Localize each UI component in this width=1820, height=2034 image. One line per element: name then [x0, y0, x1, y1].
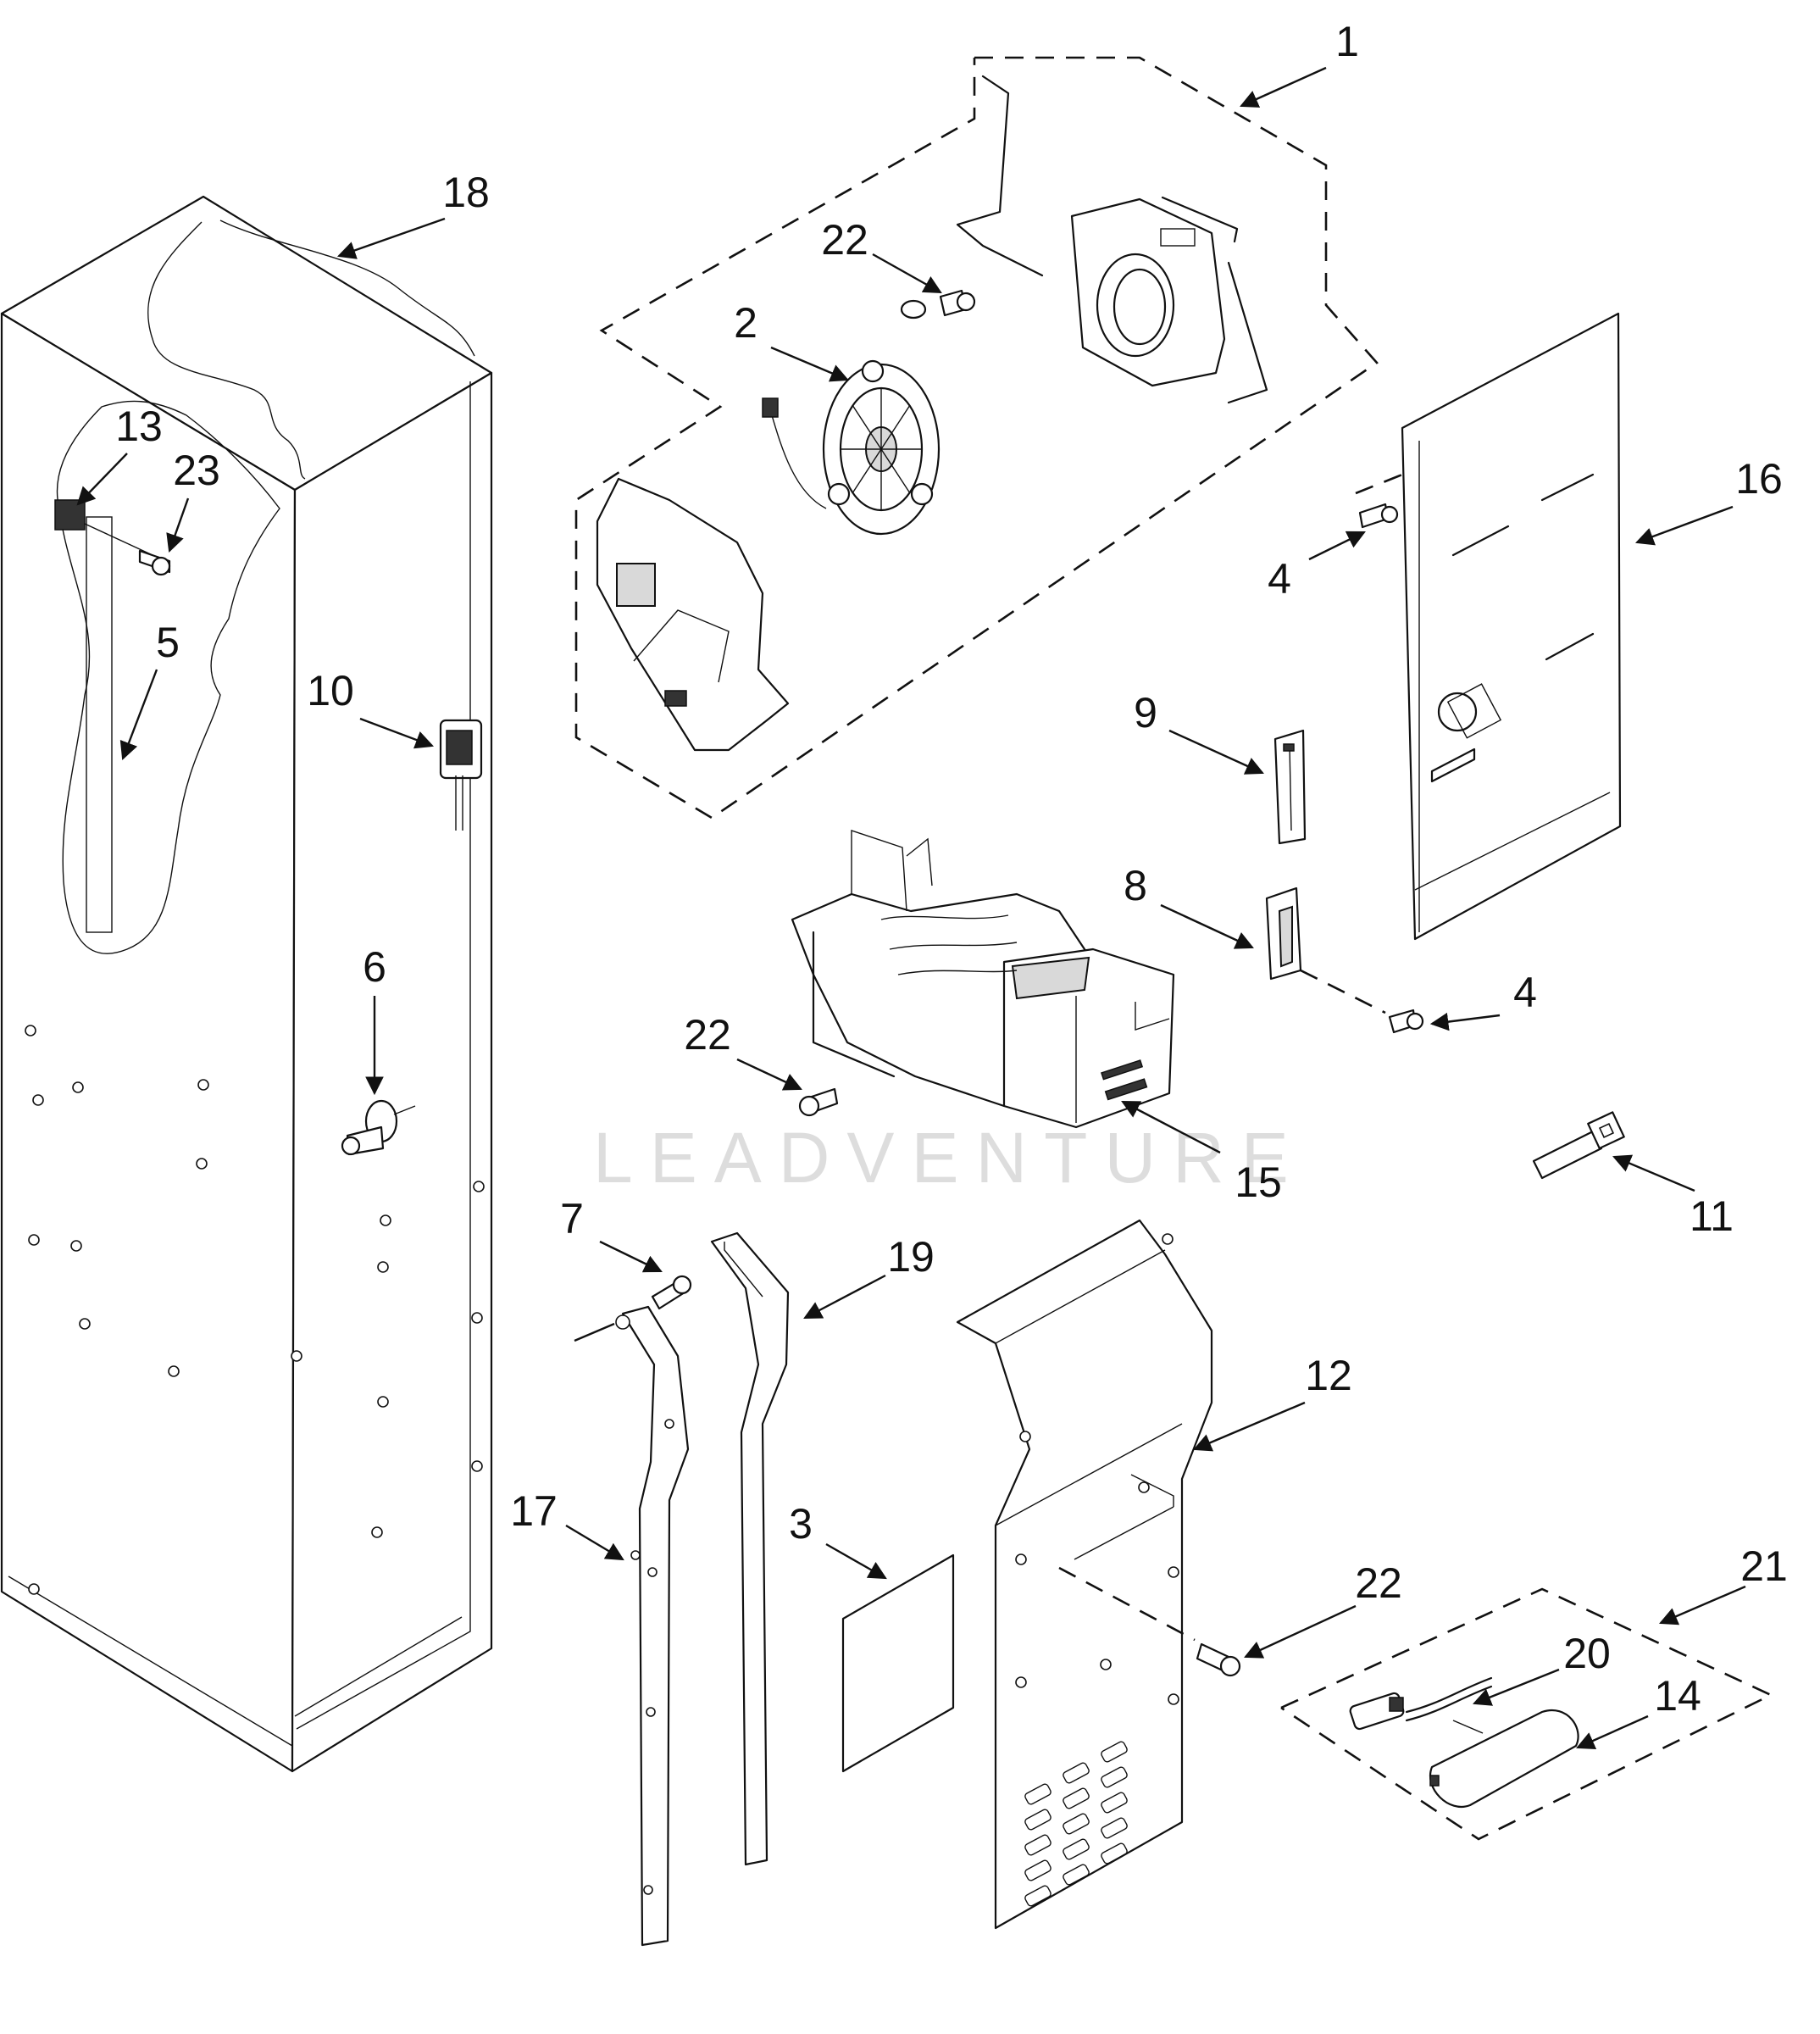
foam-strip-19: [710, 1231, 790, 1866]
callout-label-9: 9: [1134, 689, 1157, 736]
vent-slots: [1024, 1741, 1128, 1907]
callout-label-17: 17: [510, 1487, 558, 1535]
callout-label-19: 19: [887, 1233, 935, 1281]
screw-22-panel: [1196, 1642, 1241, 1677]
callout-label-3: 3: [789, 1500, 813, 1548]
cover-panel-12: [956, 1219, 1241, 1930]
callout-label-23: 23: [173, 447, 220, 494]
callout-label-18: 18: [442, 169, 490, 216]
fitting-6: [341, 1099, 416, 1156]
callout-label-7: 7: [560, 1195, 584, 1242]
callout-label-21: 21: [1740, 1542, 1788, 1590]
heater-cover-14: [1429, 1709, 1579, 1808]
callout-label-14: 14: [1654, 1672, 1701, 1720]
callout-label-15: 15: [1235, 1159, 1282, 1206]
callout-label-2: 2: [734, 299, 757, 347]
callout-label-22: 22: [821, 216, 868, 264]
fan-2: [762, 359, 941, 536]
screw-4-top: [1358, 503, 1399, 529]
callout-label-16: 16: [1735, 455, 1783, 503]
callout-label-22: 22: [684, 1011, 731, 1059]
callout-label-10: 10: [307, 667, 354, 714]
bracket-17: [574, 1275, 692, 1947]
watermark-text: LEADVENTURE: [593, 1118, 1306, 1198]
callout-labels: 1234456789101112131415161718192021222222…: [115, 18, 1788, 1720]
screw-7: [651, 1275, 692, 1310]
callout-label-8: 8: [1124, 862, 1147, 909]
screw-4-bottom: [1388, 1009, 1424, 1034]
callout-label-11: 11: [1690, 1192, 1734, 1240]
callout-label-20: 20: [1563, 1630, 1611, 1677]
callout-label-4: 4: [1513, 969, 1537, 1016]
cabinet-liner: [0, 195, 493, 1773]
callout-label-22: 22: [1355, 1559, 1402, 1607]
rear-panel-16: [1355, 312, 1622, 941]
insulation-3: [841, 1553, 955, 1773]
callout-label-1: 1: [1335, 18, 1359, 65]
callout-label-4: 4: [1268, 555, 1291, 603]
ice-maker-15: [791, 830, 1175, 1129]
callout-label-6: 6: [363, 943, 386, 991]
heater-20: [1349, 1676, 1493, 1734]
screw-22-icemaker: [798, 1087, 839, 1117]
callout-label-13: 13: [115, 403, 163, 450]
bracket-8: [1265, 886, 1424, 1034]
callout-label-12: 12: [1305, 1352, 1352, 1399]
cable-tie-11: [1532, 1111, 1625, 1180]
cabinet-holes: [25, 1025, 485, 1595]
screw-23: [138, 549, 171, 576]
evaporator-fan-assembly-1: [574, 56, 1379, 820]
screw-22-top: [900, 289, 976, 320]
callout-label-5: 5: [156, 619, 180, 666]
bracket-9: [1273, 729, 1307, 845]
leader-lines: [76, 66, 1746, 1749]
electrical-box-10: [439, 719, 483, 831]
